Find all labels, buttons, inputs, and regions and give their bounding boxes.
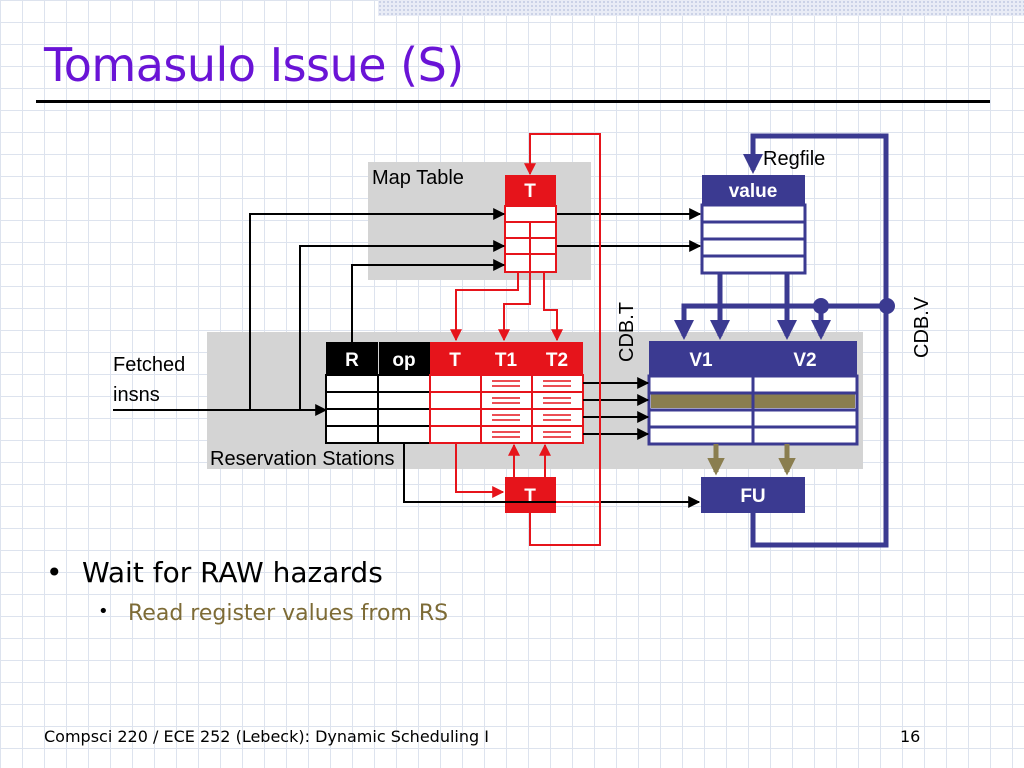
instruction-wires [113,208,702,508]
cdb-t-label: CDB.T [616,302,638,362]
bullet-text: Read register values from RS [128,601,449,626]
rs-v2-header: V2 [793,350,816,371]
map-table-label: Map Table [372,167,464,189]
rs-t1-header: T1 [495,350,518,371]
bullet-item-level1: • Wait for RAW hazards [44,556,448,589]
bullet-dot-icon: • [98,601,109,622]
regfile-rows [700,203,807,275]
rs-values-header-box [649,341,857,376]
fetched-insns-label-line1: Fetched [113,354,185,376]
rs-r-header-box [326,342,378,375]
rs-op-header: op [392,350,415,371]
rs-tags-header-box [430,342,583,375]
rs-v1-header: V1 [689,350,713,371]
bullet-item-level2: • Read register values from RS [96,601,448,626]
operand-wires [707,444,796,476]
rs-r-header: R [345,350,359,371]
rs-comparators [492,380,571,438]
corner-decoration-band [378,0,1024,16]
map-table-rows [504,205,557,273]
rs-t2-header: T2 [546,350,568,371]
map-table-header-text: T [524,181,536,202]
reservation-stations-label: Reservation Stations [210,448,395,470]
fu-label: FU [740,486,765,507]
slide-title: Tomasulo Issue (S) [44,38,464,92]
bullet-dot-icon: • [46,556,63,589]
cdb-v-junction-right [879,298,895,314]
t-box [505,477,556,513]
bullet-text: Wait for RAW hazards [82,556,383,589]
t-box-label: T [524,486,536,507]
title-underline [36,100,990,103]
fu-box [701,477,805,513]
fetched-insns-label-line2: insns [113,384,160,406]
rs-tag-cells [429,374,584,444]
rs-r-op-cells [325,374,431,444]
regfile-label: Regfile [763,148,825,170]
rs-op-header-box [379,342,430,375]
cdb-v-label: CDB.V [911,296,933,358]
map-table-header-box [505,175,556,206]
rs-values-grid [649,376,857,444]
rs-t-header: T [449,350,461,371]
footer-page-number: 16 [900,727,921,746]
regfile-header-text: value [729,181,778,202]
regfile-header-box [702,175,805,205]
bullet-list: • Wait for RAW hazards • Read register v… [44,556,448,626]
cdb-v-junction-left [813,298,829,314]
footer-course: Compsci 220 / ECE 252 (Lebeck): Dynamic … [44,727,489,746]
cdb-t-bus [450,133,601,546]
